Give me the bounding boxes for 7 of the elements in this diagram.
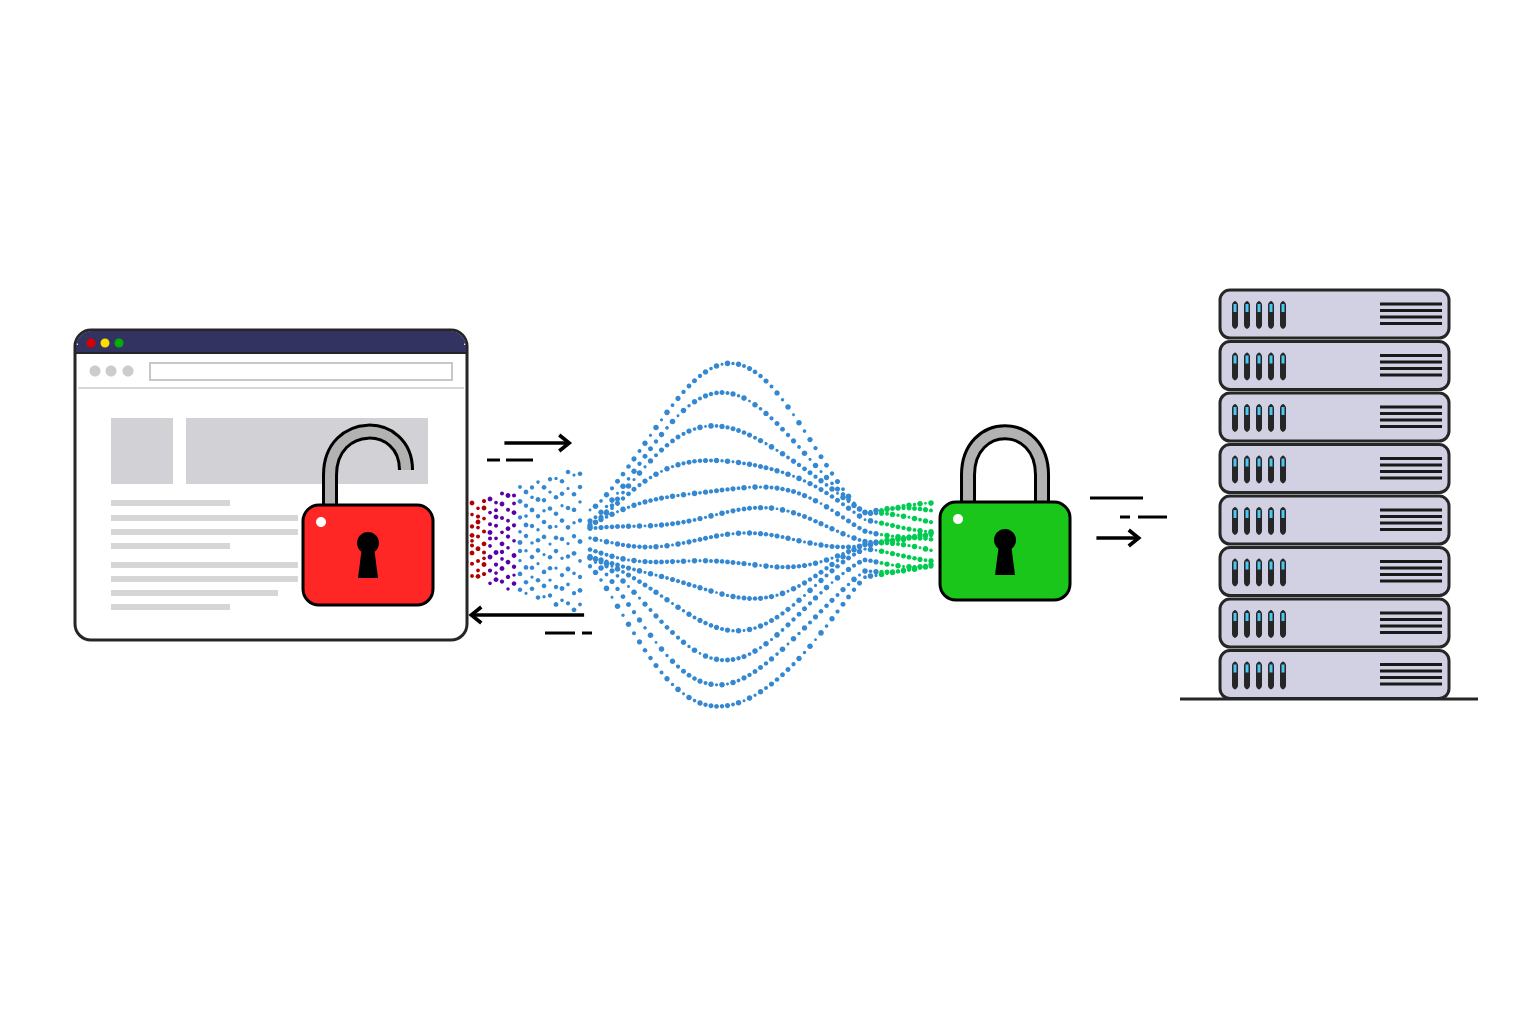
arrow [468, 605, 585, 625]
server-rack-drawing [1180, 288, 1478, 701]
data-stream-drawing [587, 360, 934, 709]
closed-padlock-drawing [938, 424, 1072, 602]
arrow [504, 433, 573, 453]
open-padlock-drawing [301, 423, 435, 607]
arrow [1096, 528, 1142, 548]
